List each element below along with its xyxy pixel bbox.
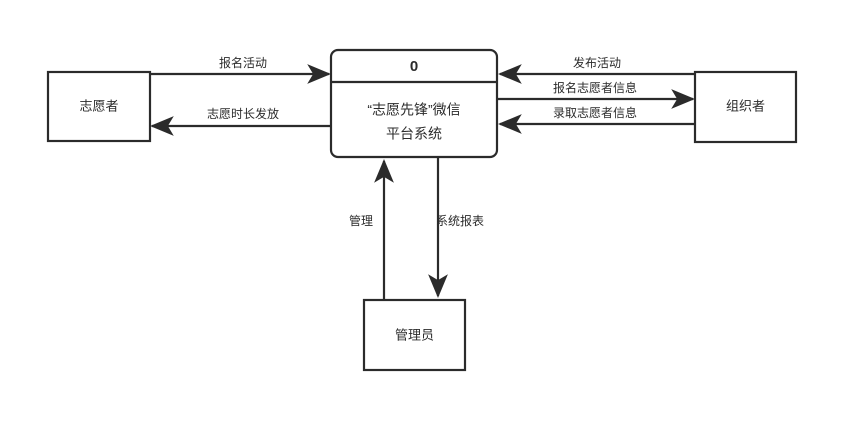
flow-manage[interactable]: 管理 — [349, 159, 394, 300]
entity-volunteer[interactable]: 志愿者 — [46, 70, 152, 143]
flow-signup-volunteer-info[interactable]: 报名志愿者信息 — [497, 80, 695, 109]
flow-service-hours[interactable]: 志愿时长发放 — [150, 106, 331, 136]
flow-accepted-volunteer-info-label: 录取志愿者信息 — [553, 105, 637, 120]
entity-admin-label: 管理员 — [395, 327, 434, 342]
entity-organizer[interactable]: 组织者 — [693, 70, 798, 144]
process-name-line1: “志愿先锋”微信 — [367, 102, 460, 118]
flow-publish-activity[interactable]: 发布活动 — [498, 55, 694, 84]
entity-organizer-box — [693, 70, 798, 144]
flow-accepted-volunteer-info[interactable]: 录取志愿者信息 — [498, 105, 694, 134]
process-box — [329, 48, 499, 159]
flow-system-report[interactable]: 系统报表 — [428, 157, 484, 298]
flow-system-report-label: 系统报表 — [436, 213, 484, 228]
process-id-label: 0 — [410, 58, 418, 75]
flow-signup-volunteer-info-label: 报名志愿者信息 — [553, 80, 637, 95]
entity-admin-box — [362, 298, 467, 372]
flow-manage-label: 管理 — [349, 213, 373, 228]
flow-signup-activity[interactable]: 报名活动 — [150, 55, 331, 84]
entity-admin[interactable]: 管理员 — [362, 298, 467, 372]
entity-volunteer-label: 志愿者 — [79, 98, 118, 113]
entity-organizer-label: 组织者 — [726, 98, 765, 113]
flow-publish-activity-label: 发布活动 — [573, 55, 621, 70]
flow-service-hours-label: 志愿时长发放 — [207, 106, 279, 121]
process-system[interactable]: 0 “志愿先锋”微信 平台系统 — [329, 48, 499, 159]
flow-signup-activity-label: 报名活动 — [219, 55, 267, 70]
process-name-line2: 平台系统 — [386, 126, 442, 142]
entity-volunteer-box — [46, 70, 152, 143]
